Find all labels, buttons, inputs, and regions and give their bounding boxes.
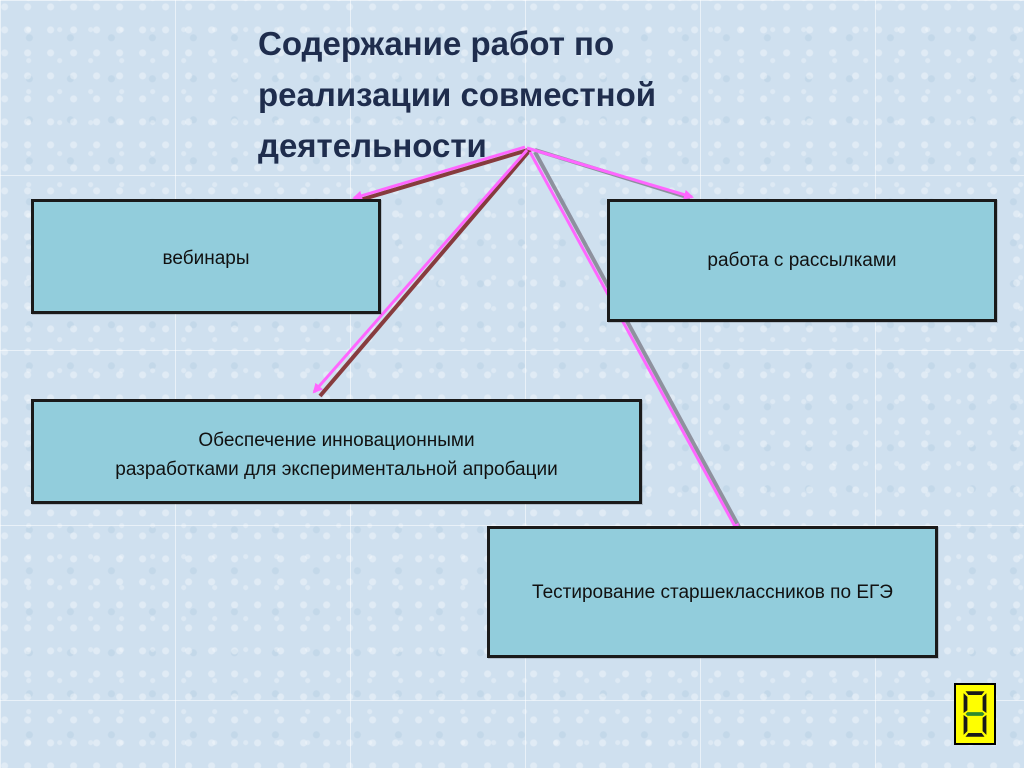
box-testing: Тестирование старшеклассников по ЕГЭ <box>487 526 938 658</box>
box-webinars-label: вебинары <box>162 248 250 269</box>
box-mailings: работа с рассылками <box>607 199 997 322</box>
box-webinars: вебинары <box>31 199 381 314</box>
box-mailings-label: работа с рассылками <box>707 250 897 271</box>
box-testing-label: Тестирование старшеклассников по ЕГЭ <box>532 581 893 603</box>
box-innovation: Обеспечение инновационными разработками … <box>31 399 642 504</box>
slide-title: Содержание работ по реализации совместно… <box>258 25 657 164</box>
seven-segment-digit-icon <box>954 683 996 745</box>
box-innovation-label: Обеспечение инновационными разработками … <box>115 430 558 480</box>
